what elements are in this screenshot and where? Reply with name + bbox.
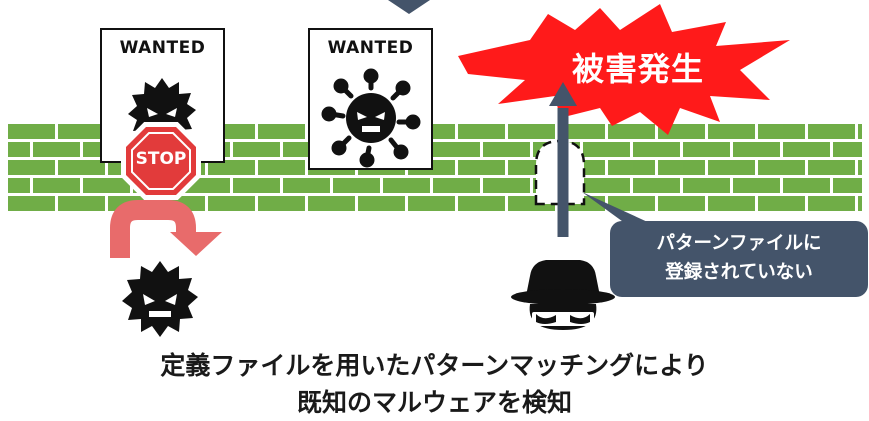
caption-line-2: 既知のマルウェアを検知 — [296, 388, 572, 417]
brick — [733, 178, 780, 193]
brick — [708, 196, 755, 211]
brick — [58, 196, 105, 211]
stop-sign-label: STOP — [135, 149, 187, 169]
brick — [783, 178, 830, 193]
brick — [483, 178, 530, 193]
brick — [683, 178, 730, 193]
brick — [233, 178, 280, 193]
brick — [458, 124, 505, 139]
brick — [458, 196, 505, 211]
brick — [708, 160, 755, 175]
brick — [783, 142, 830, 157]
brick — [233, 142, 280, 157]
brick — [33, 142, 80, 157]
brick — [58, 160, 105, 175]
brick — [508, 124, 555, 139]
brick — [858, 124, 862, 139]
brick — [808, 160, 855, 175]
brick — [858, 160, 862, 175]
brick — [433, 178, 480, 193]
brick — [583, 178, 630, 193]
brick — [608, 196, 655, 211]
brick — [8, 142, 30, 157]
brick — [808, 196, 855, 211]
brick — [358, 196, 405, 211]
brick — [833, 142, 862, 157]
brick — [658, 160, 705, 175]
wanted-poster-1-label: WANTED — [119, 38, 206, 58]
brick — [208, 196, 255, 211]
brick — [8, 178, 30, 193]
brick — [8, 196, 55, 211]
brick — [408, 196, 455, 211]
brick — [258, 196, 305, 211]
brick — [33, 178, 80, 193]
brick — [8, 124, 55, 139]
brick — [608, 160, 655, 175]
brick — [433, 142, 480, 157]
damage-burst-label: 被害発生 — [571, 50, 704, 88]
brick — [558, 124, 605, 139]
brick — [808, 124, 855, 139]
brick — [258, 160, 305, 175]
wanted-poster-2-label: WANTED — [327, 38, 414, 58]
brick — [833, 178, 862, 193]
brick — [633, 142, 680, 157]
caption-line-1: 定義ファイルを用いたパターンマッチングにより — [160, 351, 709, 380]
brick — [308, 196, 355, 211]
brick — [658, 196, 705, 211]
brick — [208, 160, 255, 175]
brick — [383, 178, 430, 193]
brick — [633, 178, 680, 193]
callout-line-2: 登録されていない — [665, 262, 813, 283]
brick — [683, 142, 730, 157]
callout-line-1: パターンファイルに — [656, 233, 822, 254]
brick — [458, 160, 505, 175]
brick — [858, 196, 862, 211]
brick — [583, 142, 630, 157]
brick — [333, 178, 380, 193]
brick — [58, 124, 105, 139]
brick — [83, 178, 130, 193]
brick — [758, 160, 805, 175]
brick — [758, 124, 805, 139]
brick — [8, 160, 55, 175]
brick — [733, 142, 780, 157]
brick — [258, 124, 305, 139]
callout-bubble: パターンファイルに 登録されていない — [610, 221, 868, 297]
brick — [608, 124, 655, 139]
brick — [758, 196, 805, 211]
brick — [483, 142, 530, 157]
brick — [708, 124, 755, 139]
brick — [283, 178, 330, 193]
